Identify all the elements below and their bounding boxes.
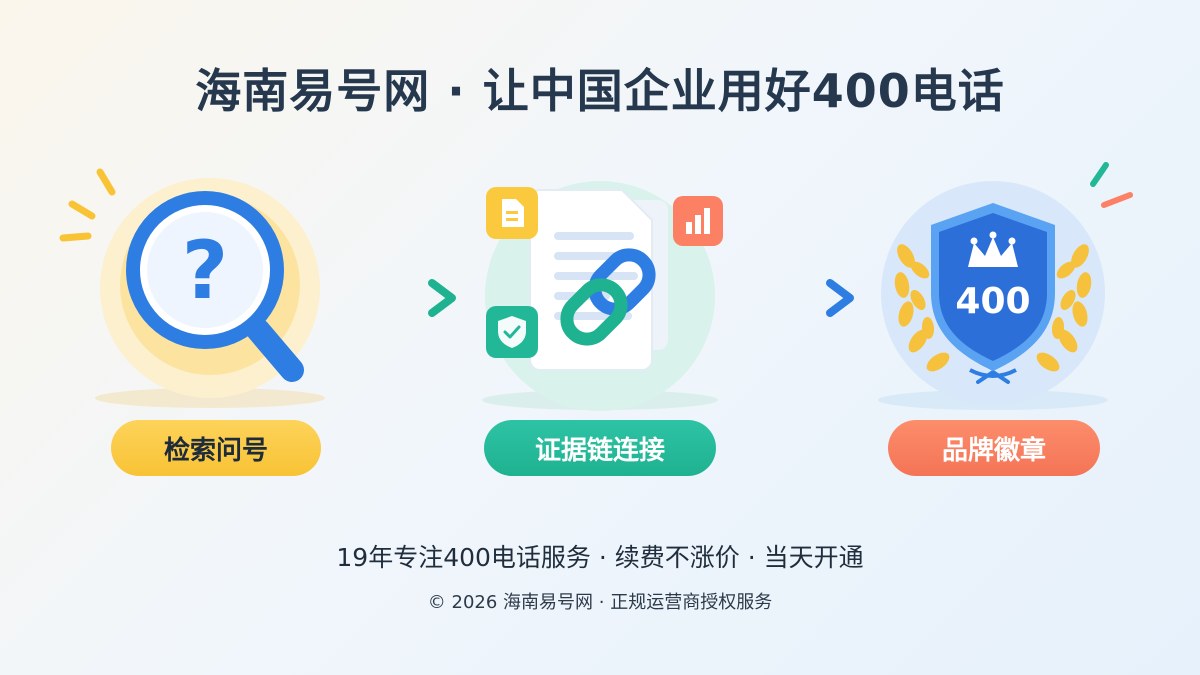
badge-text: 400 <box>955 281 1030 322</box>
step-label-brand-badge: 品牌徽章 <box>888 420 1100 476</box>
magnifier-question-icon: ? <box>59 168 325 408</box>
document-link-icon <box>482 181 723 411</box>
copyright: © 2026 海南易号网 · 正规运营商授权服务 <box>427 592 773 613</box>
step-label-search: 检索问号 <box>111 420 321 476</box>
step-label-evidence-chain: 证据链连接 <box>484 420 716 476</box>
page-title: 海南易号网 · 让中国企业用好400电话 <box>195 64 1005 118</box>
shield-badge-icon: 400 <box>878 162 1133 410</box>
svg-text:?: ? <box>182 224 228 317</box>
arrow-right-icon <box>738 279 854 317</box>
arrow-right-icon <box>342 279 456 317</box>
slogan: 19年专注400电话服务 · 续费不涨价 · 当天开通 <box>336 543 864 572</box>
